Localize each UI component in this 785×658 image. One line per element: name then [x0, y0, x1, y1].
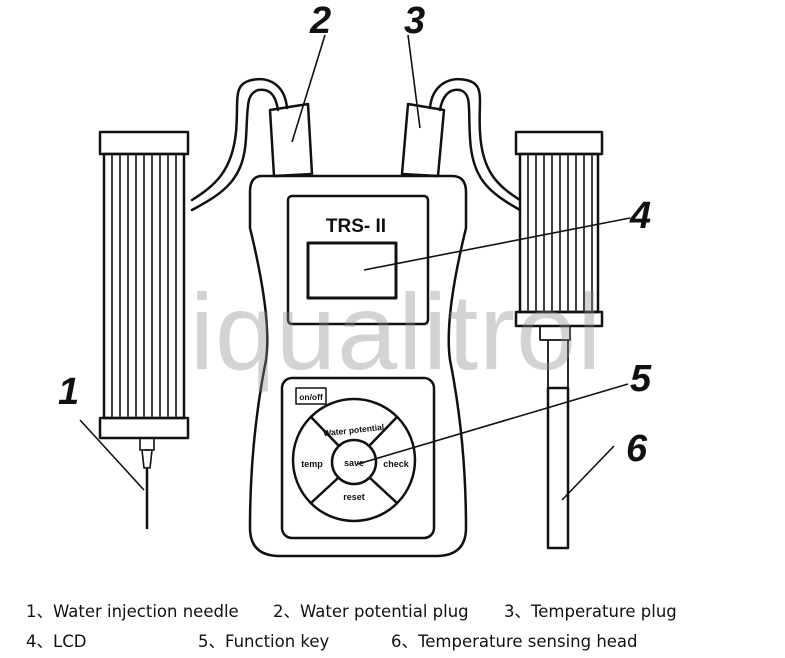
callout-1: 1	[58, 371, 80, 413]
device-diagram: TRS- II on/off Water potential temp save…	[79, 34, 631, 558]
right-cylinder-cap-top	[514, 130, 604, 156]
legend-item-temp-plug: 3、Temperature plug	[504, 602, 677, 621]
legend-item-needle: 1、Water injection needle	[26, 602, 239, 621]
on-off-key-label[interactable]: on/off	[299, 392, 323, 402]
temperature-sensing-head	[546, 386, 570, 550]
water-potential-key-label[interactable]: Water potential	[323, 422, 385, 438]
legend: 1、Water injection needle 2、Water potenti…	[26, 598, 766, 658]
legend-row-1: 1、Water injection needle 2、Water potenti…	[26, 598, 766, 628]
legend-item-water-plug: 2、Water potential plug	[273, 602, 469, 621]
left-cylinder-cap-bottom	[98, 416, 190, 440]
reset-key-label[interactable]: reset	[343, 492, 365, 502]
legend-row-2: 4、LCD 5、Function key 6、Temperature sensi…	[26, 628, 766, 658]
callout-5: 5	[630, 358, 652, 400]
water-potential-plug	[268, 102, 314, 178]
save-key-label[interactable]: save	[344, 458, 364, 468]
right-cable-inner	[438, 88, 522, 212]
callout-4: 4	[630, 195, 652, 237]
legend-item-sensing-head: 6、Temperature sensing head	[391, 632, 638, 651]
temp-key-label[interactable]: temp	[301, 459, 323, 469]
leader-2	[291, 34, 326, 143]
left-cylinder-cap-top	[98, 130, 190, 156]
left-cable	[190, 77, 289, 202]
device-body	[248, 174, 468, 558]
watermark: iqualitrol	[190, 271, 603, 392]
temperature-plug	[400, 102, 446, 178]
legend-item-function-key: 5、Function key	[198, 632, 330, 651]
check-key-label[interactable]: check	[383, 459, 410, 469]
left-cable-inner	[190, 88, 280, 212]
keypad-outer	[291, 397, 417, 523]
on-off-key	[295, 387, 327, 405]
leader-4	[363, 217, 631, 271]
right-cable	[428, 77, 522, 202]
callout-6: 6	[626, 428, 648, 470]
leader-6	[561, 445, 615, 501]
lcd	[306, 241, 398, 300]
keypad-center	[330, 438, 378, 486]
leader-1	[79, 419, 145, 491]
leader-3	[407, 34, 421, 129]
needle-fitting	[139, 437, 155, 451]
legend-item-lcd: 4、LCD	[26, 632, 87, 651]
callout-3: 3	[404, 0, 426, 42]
leader-5	[357, 383, 629, 465]
model-label: TRS- II	[326, 216, 386, 237]
screen-panel	[286, 194, 430, 326]
callout-2: 2	[310, 0, 332, 42]
keypad-panel	[280, 376, 436, 540]
